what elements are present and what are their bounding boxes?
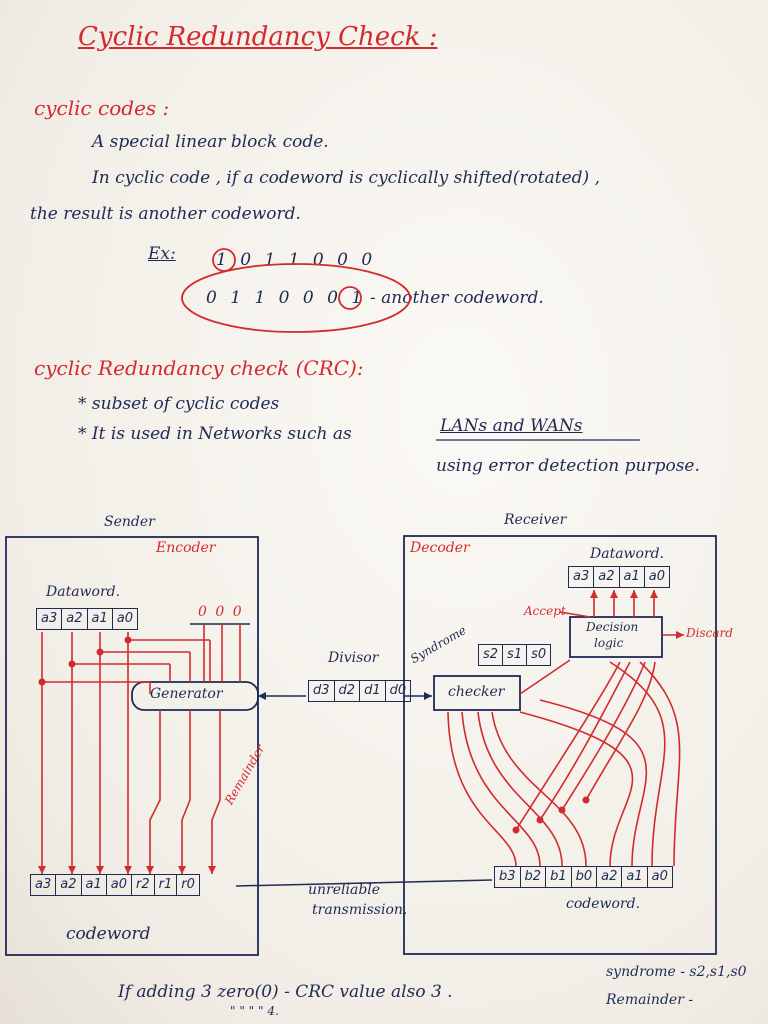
codeword-cell: a1	[82, 875, 107, 895]
rx-codeword-cell: b0	[572, 867, 598, 887]
rx-codeword-cell: a1	[622, 867, 648, 887]
crc-heading: cyclic Redundancy check (CRC):	[34, 356, 364, 380]
decision-logic-label-2: logic	[594, 636, 624, 650]
page-title: Cyclic Redundancy Check :	[78, 22, 438, 52]
rx-dataword-cell: a3	[569, 567, 595, 587]
divisor-cell: d3	[309, 681, 335, 701]
rx-dataword-cell: a0	[648, 569, 665, 584]
channel-label-1: unreliable	[308, 882, 381, 898]
rx-codeword-label: codeword.	[566, 896, 641, 912]
rotated-bit-circle-2	[338, 286, 362, 310]
example-word2-note: - another codeword.	[370, 288, 544, 308]
sender-dataword: a3 a2 a1 a0	[36, 608, 138, 630]
rx-dataword-label: Dataword.	[590, 546, 665, 562]
accept-label: Accept	[524, 604, 566, 618]
syndrome-note: syndrome - s2,s1,s0	[606, 964, 747, 980]
crc-bullet2-cont: using error detection purpose.	[436, 456, 700, 476]
receiver-box	[403, 535, 717, 955]
dataword-cell: a1	[88, 609, 113, 629]
padding-zeros: 0 0 0	[198, 604, 244, 620]
dataword-label: Dataword.	[46, 584, 121, 600]
cyclic-codes-heading: cyclic codes :	[34, 96, 170, 120]
divisor-label: Divisor	[328, 650, 379, 666]
syndrome-cell: s2	[479, 645, 504, 665]
receiver-dataword: a3 a2 a1 a0	[568, 566, 670, 588]
receiver-codeword: b3 b2 b1 b0 a2 a1 a0	[494, 866, 673, 888]
rx-codeword-cell: b3	[495, 867, 521, 887]
sender-label: Sender	[104, 514, 155, 530]
codeword-cell: r0	[181, 877, 195, 892]
codeword-cell: a0	[107, 875, 132, 895]
footer-line2: " " " " 4.	[230, 1004, 279, 1018]
crc-networks: LANs and WANs	[440, 416, 583, 436]
example-word2: 0 1 1 0 0 0 1	[206, 288, 367, 308]
dataword-cell: a2	[62, 609, 88, 629]
rx-codeword-cell: a2	[597, 867, 623, 887]
receiver-label: Receiver	[504, 512, 567, 528]
dataword-cell: a0	[116, 611, 133, 626]
encoder-label: Encoder	[156, 540, 216, 556]
divisor-cell: d2	[335, 681, 361, 701]
divisor-bits: d3 d2 d1 d0	[308, 680, 412, 702]
rotated-bit-circle-1	[212, 248, 236, 272]
divisor-cell: d0	[389, 683, 407, 698]
rx-codeword-cell: b2	[521, 867, 547, 887]
syndrome-cell: s0	[531, 647, 547, 662]
codeword-cell: r2	[132, 875, 155, 895]
cyclic-codes-line1: A special linear block code.	[92, 132, 329, 152]
remainder-note: Remainder -	[606, 992, 694, 1008]
decision-logic-label-1: Decision	[586, 620, 639, 634]
rx-codeword-cell: b1	[546, 867, 572, 887]
syndrome-cell: s1	[503, 645, 528, 665]
channel-label-2: transmission.	[312, 902, 408, 918]
crc-bullet2: * It is used in Networks such as	[78, 424, 352, 444]
decision-logic-box	[569, 616, 663, 658]
decoder-label: Decoder	[410, 540, 470, 556]
discard-label: Discard	[686, 626, 733, 640]
generator-label: Generator	[150, 686, 223, 702]
footer-line1: If adding 3 zero(0) - CRC value also 3 .	[118, 982, 453, 1002]
codeword-cell: a3	[31, 875, 57, 895]
dataword-cell: a3	[37, 609, 63, 629]
codeword-label: codeword	[66, 924, 151, 944]
checker-box	[433, 675, 521, 711]
sender-box	[5, 536, 259, 956]
crc-bullet1: * subset of cyclic codes	[78, 394, 280, 414]
sender-codeword: a3 a2 a1 a0 r2 r1 r0	[30, 874, 200, 896]
cyclic-codes-line2: In cyclic code , if a codeword is cyclic…	[92, 168, 600, 188]
rx-dataword-cell: a1	[620, 567, 645, 587]
syndrome-bits: s2 s1 s0	[478, 644, 552, 666]
codeword-cell: a2	[56, 875, 82, 895]
cyclic-codes-line3: the result is another codeword.	[30, 204, 301, 224]
rx-codeword-cell: a0	[651, 869, 668, 884]
example-label: Ex:	[148, 244, 176, 264]
example-ellipse	[181, 263, 411, 333]
divisor-cell: d1	[360, 681, 386, 701]
codeword-cell: r1	[155, 875, 178, 895]
checker-label: checker	[448, 684, 505, 700]
rx-dataword-cell: a2	[594, 567, 620, 587]
